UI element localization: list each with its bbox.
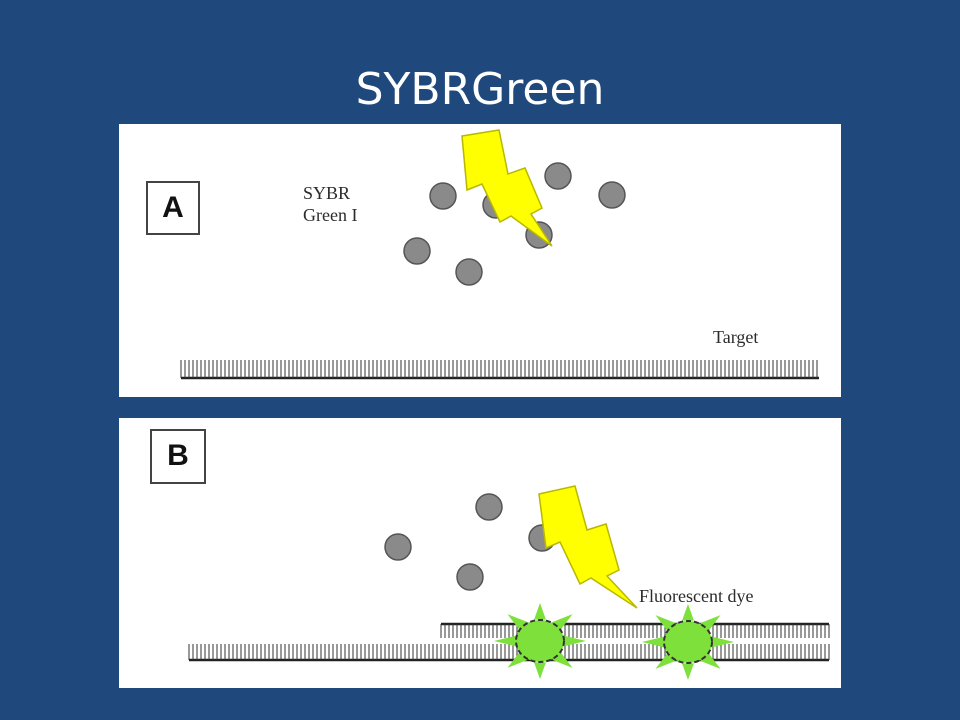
fluorescent-burst-icon	[494, 603, 586, 679]
sybr-molecule-icon	[456, 563, 484, 591]
sybr-molecule-icon	[403, 237, 431, 265]
dna-strand-icon	[180, 360, 819, 380]
panel-a-unbound-dye: A SYBR Green I Target	[119, 124, 841, 397]
sybr-molecule-icon	[455, 258, 483, 286]
panel-b-letter: B	[150, 429, 206, 484]
panel-b-drawing	[188, 485, 830, 680]
lightning-bolt-icon	[461, 129, 553, 247]
sybr-molecule-icon	[429, 182, 457, 210]
panel-a-letter: A	[146, 181, 200, 235]
sybr-molecule-icon	[475, 493, 503, 521]
panel-b-bound-dye: B Fluorescent dye	[119, 418, 841, 688]
target-label: Target	[713, 327, 759, 347]
panel-a-drawing	[180, 129, 819, 380]
fluorescent-dye-label: Fluorescent dye	[639, 586, 754, 606]
lightning-bolt-icon	[538, 485, 638, 609]
sybr-molecule-icon	[384, 533, 412, 561]
slide-title: SYBRGreen	[355, 64, 605, 115]
dna-strand-icon	[440, 622, 830, 638]
sybr-molecule-icon	[544, 162, 572, 190]
dna-strand-icon	[188, 644, 830, 662]
sybr-green-label: SYBR Green I	[303, 183, 358, 225]
fluorescent-burst-icon	[642, 604, 734, 680]
sybr-molecule-icon	[598, 181, 626, 209]
